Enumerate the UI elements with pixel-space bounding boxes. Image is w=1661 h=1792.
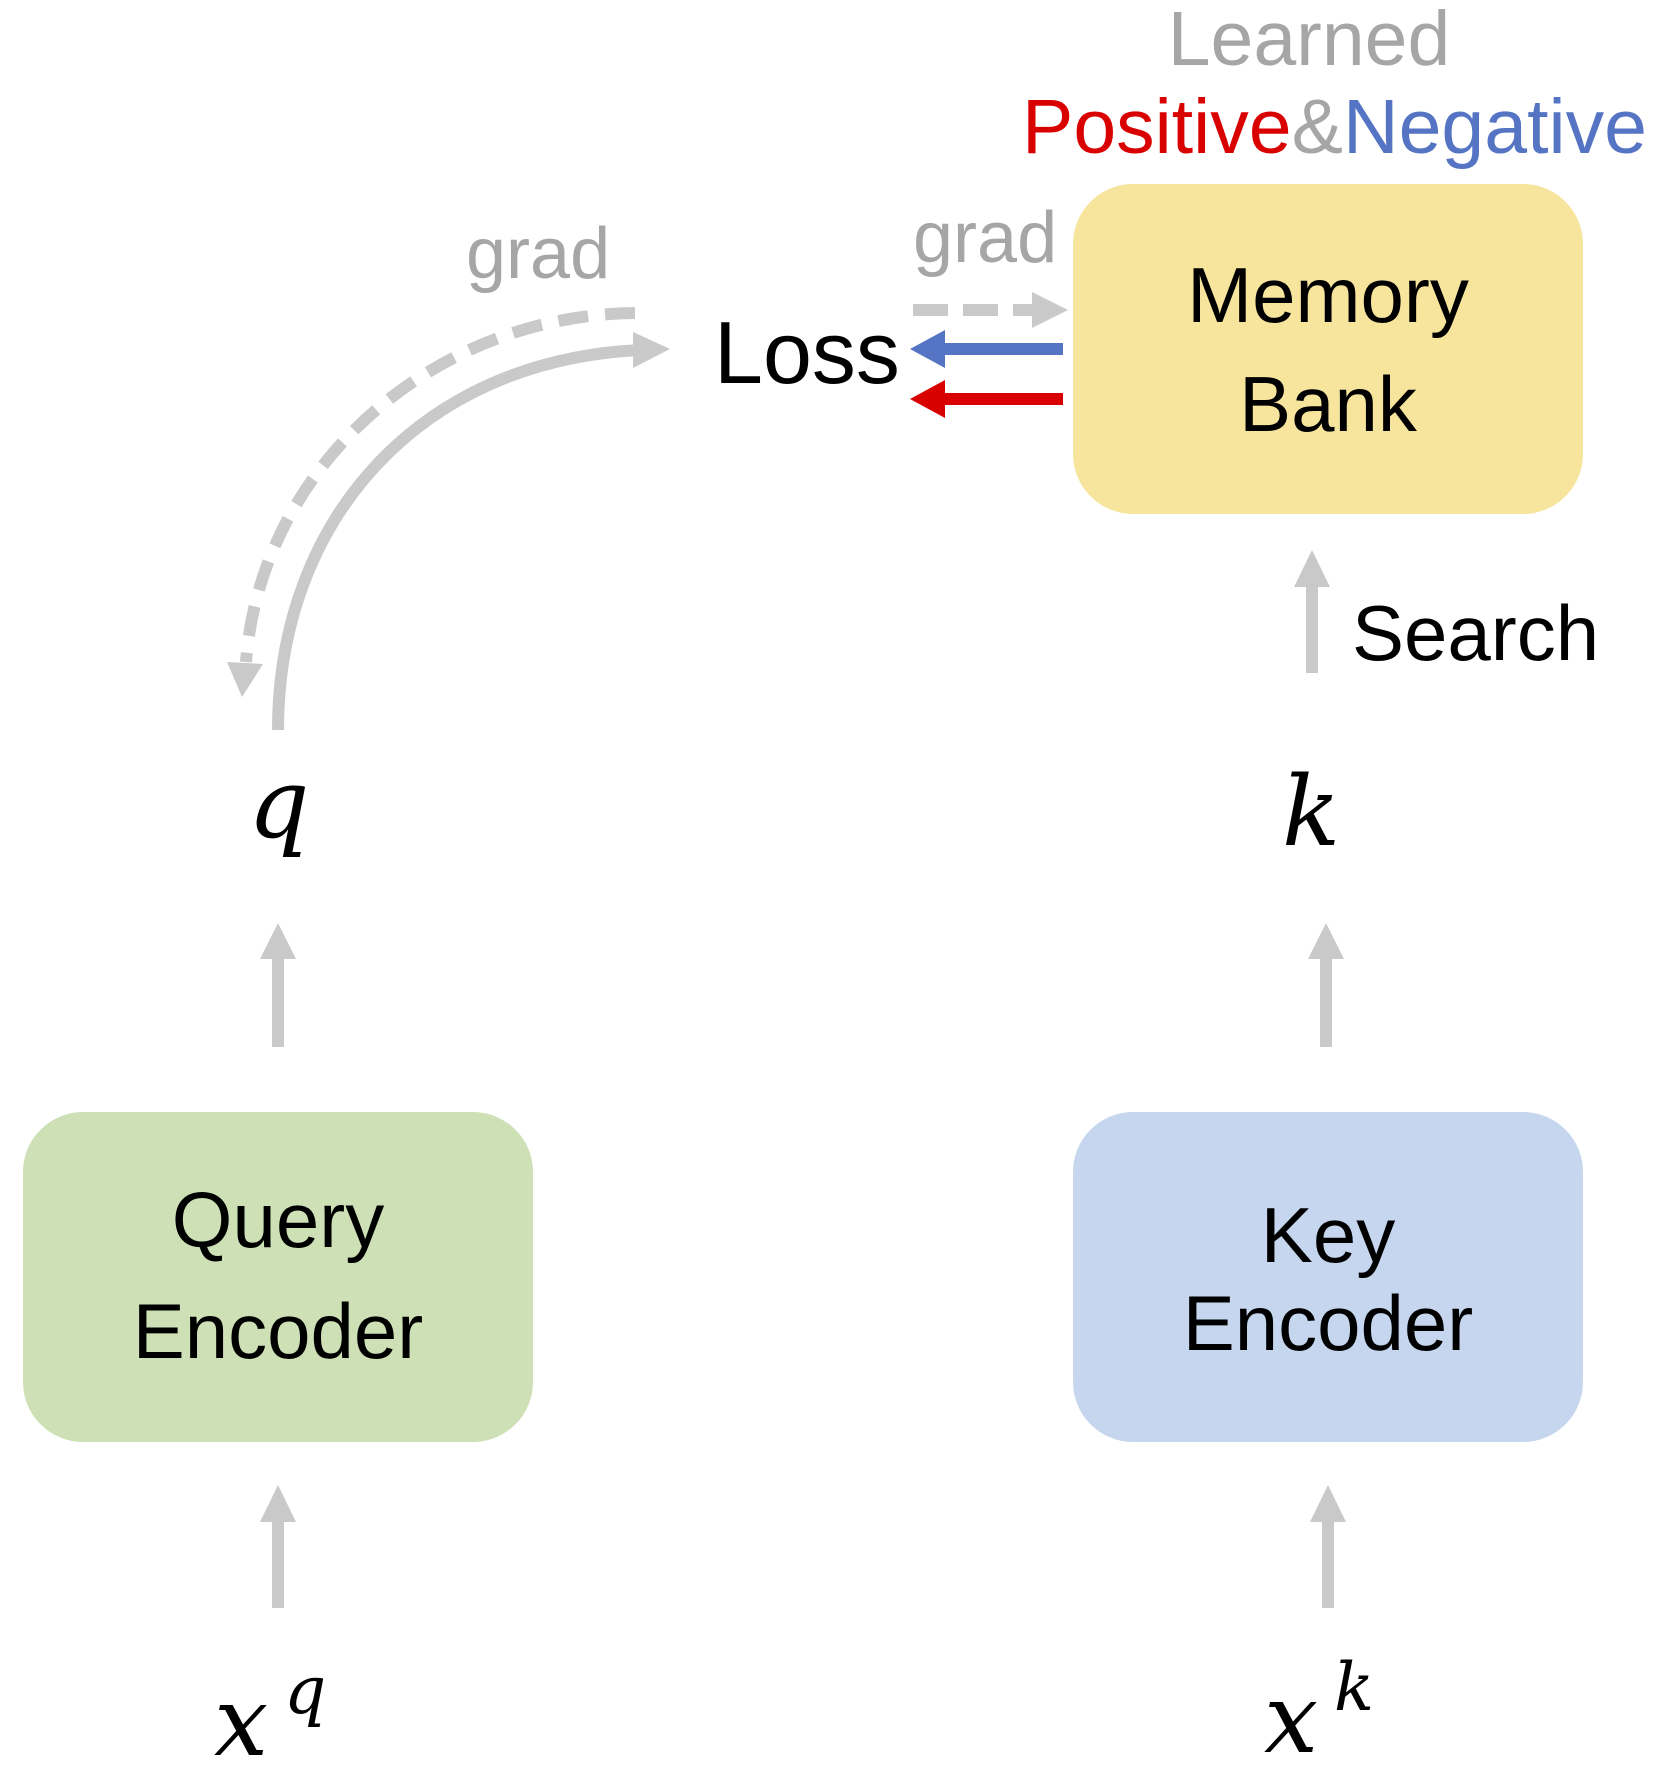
query-encoder-box <box>23 1112 533 1442</box>
arrow-shaft <box>272 957 284 1047</box>
xk-base: x <box>1264 1663 1318 1775</box>
memory-bank-line1: Memory <box>1187 251 1469 339</box>
key-encoder-line1: Key <box>1261 1191 1395 1279</box>
query-encoder-line2: Encoder <box>133 1287 424 1375</box>
search-arrow <box>1294 550 1330 673</box>
positive-negative-label: Positive&Negative <box>1022 84 1647 170</box>
arrow-shaft <box>1322 1520 1334 1608</box>
xq-base: x <box>214 1666 268 1778</box>
q-to-loss-arrowhead <box>633 332 670 368</box>
key-encoder-box <box>1073 1112 1583 1442</box>
positive-label: Positive <box>1022 84 1292 170</box>
arrowhead <box>1310 1485 1346 1522</box>
grad-back-dashed-arrow-line <box>240 307 636 663</box>
negative-arrowhead <box>910 330 945 368</box>
negative-label: Negative <box>1343 84 1647 170</box>
xq-to-query-encoder-arrow <box>260 1485 296 1608</box>
grad-label-left: grad <box>466 214 610 294</box>
xk-superscript: k <box>1334 1649 1374 1726</box>
xk-symbol: x k <box>1264 1649 1374 1775</box>
query-encoder-node: Query Encoder <box>23 1112 533 1442</box>
arrowhead <box>260 923 296 959</box>
arrow-shaft <box>272 1520 284 1608</box>
search-arrow-shaft <box>1306 585 1318 673</box>
arrowhead <box>1308 923 1344 959</box>
key-encoder-line2: Encoder <box>1183 1279 1474 1367</box>
q-to-loss-arrow-line <box>272 344 641 731</box>
xk-to-key-encoder-arrow <box>1310 1485 1346 1608</box>
ampersand-label: & <box>1292 84 1343 170</box>
memory-bank-line2: Bank <box>1239 360 1418 448</box>
search-arrowhead <box>1294 550 1330 587</box>
grad-back-arrowhead <box>227 662 263 697</box>
arrow-shaft <box>1320 957 1332 1047</box>
xq-superscript: q <box>284 1652 326 1729</box>
memory-bank-box <box>1073 184 1583 514</box>
grad-to-memory-arrowhead <box>1032 292 1068 328</box>
query-encoder-line1: Query <box>172 1176 384 1264</box>
query-encoder-to-q-arrow <box>260 923 296 1047</box>
q-symbol: q <box>248 748 309 860</box>
learned-label: Learned <box>1168 0 1451 82</box>
search-label: Search <box>1352 589 1599 677</box>
loss-label: Loss <box>714 303 900 402</box>
arrowhead <box>260 1485 296 1522</box>
key-encoder-node: Key Encoder <box>1073 1112 1583 1442</box>
memory-bank-node: Memory Bank <box>1073 184 1583 514</box>
k-symbol: k <box>1282 756 1340 868</box>
key-encoder-to-k-arrow <box>1308 923 1344 1047</box>
xq-symbol: x q <box>214 1652 326 1778</box>
positive-arrowhead <box>910 380 945 418</box>
grad-label-right: grad <box>913 198 1057 278</box>
